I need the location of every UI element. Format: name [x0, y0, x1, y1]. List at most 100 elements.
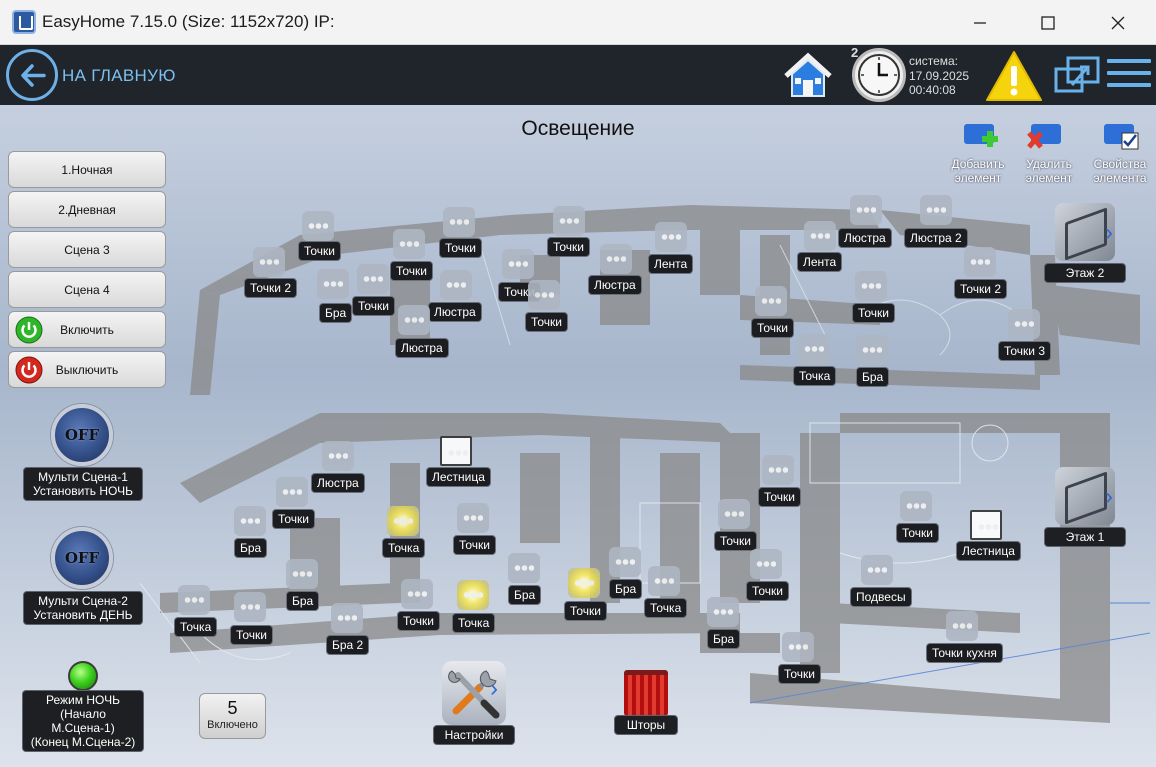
element-properties-icon[interactable]: [1102, 121, 1142, 151]
device-label: Точки: [352, 296, 396, 316]
led-strip-icon: [804, 221, 836, 251]
device-label: Точки: [714, 531, 758, 551]
spots-icon: [750, 549, 782, 579]
device-label: Точки: [453, 535, 497, 555]
scene-night-button[interactable]: 1.Ночная: [8, 151, 166, 188]
menu-icon[interactable]: [1107, 59, 1151, 91]
device-label: Лента: [648, 254, 694, 274]
multi-scene-1-line2: Установить НОЧЬ: [33, 484, 133, 498]
device-label: Точки: [390, 261, 434, 281]
curtains-icon[interactable]: [624, 670, 668, 716]
close-icon: [1111, 16, 1125, 29]
element-properties-label[interactable]: Свойства элемента: [1093, 157, 1147, 185]
device-label: Бра: [856, 367, 890, 387]
spots-icon: [457, 503, 489, 533]
close-button[interactable]: [1094, 0, 1142, 45]
spots-icon: [946, 611, 978, 641]
delete-element-label[interactable]: Удалить элемент: [1025, 157, 1073, 185]
multi-scene-1-line1: Мульти Сцена-1: [38, 470, 128, 484]
device-label: Лестница: [956, 541, 1021, 561]
window-titlebar: EasyHome 7.15.0 (Size: 1152x720) IP:: [0, 0, 1156, 45]
home-icon[interactable]: [782, 50, 834, 102]
settings-button[interactable]: ›: [442, 661, 506, 725]
chandelier-icon: [322, 441, 354, 471]
scene-label: Сцена 3: [64, 242, 110, 257]
scene-label: Сцена 4: [64, 282, 110, 297]
chandelier-icon: [850, 195, 882, 225]
device-label: Бра: [286, 591, 320, 611]
device-label: Люстра: [588, 275, 642, 295]
back-label[interactable]: НА ГЛАВНУЮ: [62, 66, 176, 85]
spots-icon: [393, 229, 425, 259]
tools-icon: [448, 670, 500, 719]
device-label: Точки: [272, 509, 316, 529]
maximize-button[interactable]: [1024, 0, 1072, 45]
multi-scene-1-toggle[interactable]: OFF: [51, 404, 113, 466]
sconce-icon: [707, 597, 739, 627]
spots-icon: [234, 592, 266, 622]
spots-icon: [964, 247, 996, 277]
back-button[interactable]: [6, 49, 58, 101]
curtains-label[interactable]: Шторы: [614, 715, 678, 735]
spots-icon: [755, 286, 787, 316]
all-off-button[interactable]: Выключить: [8, 351, 166, 388]
top-bar: НА ГЛАВНУЮ 2 система: 17.09.2025 00:40:0…: [0, 45, 1156, 105]
spots-icon: [528, 280, 560, 310]
delete-element-icon[interactable]: [1025, 121, 1065, 151]
system-time-label: система: 17.09.2025 00:40:08: [909, 54, 969, 98]
sconce-icon: [508, 553, 540, 583]
device-label: Точка: [793, 366, 837, 386]
chandelier-icon: [440, 270, 472, 300]
scene-label: 2.Дневная: [58, 202, 116, 217]
spots-icon: [398, 305, 430, 335]
device-label: Люстра: [311, 473, 365, 493]
clock-badge: 2: [851, 45, 859, 60]
minimize-button[interactable]: [956, 0, 1004, 45]
floor-2-label[interactable]: Этаж 2: [1044, 263, 1126, 283]
device-label: Точка: [174, 617, 218, 637]
floor-plan-icon: [1055, 467, 1115, 525]
device-label: Точки 2: [244, 278, 298, 298]
settings-label[interactable]: Настройки: [433, 725, 515, 745]
spots-icon: [357, 264, 389, 294]
multi-scene-2-line2: Установить ДЕНЬ: [33, 608, 133, 622]
page-title: Освещение: [521, 117, 635, 140]
device-label: Точки кухня: [926, 643, 1003, 663]
spots-icon: [900, 491, 932, 521]
chevron-right-icon: ›: [490, 675, 498, 702]
device-label: Точки: [525, 312, 569, 332]
spots-icon: [443, 207, 475, 237]
floor-1-label[interactable]: Этаж 1: [1044, 527, 1126, 547]
all-on-button[interactable]: Включить: [8, 311, 166, 348]
maximize-icon: [1041, 15, 1055, 30]
scene-day-button[interactable]: 2.Дневная: [8, 191, 166, 228]
add-element-icon[interactable]: [962, 121, 1002, 151]
lights-on-label: Включено: [207, 719, 258, 731]
device-label: Точки: [439, 238, 483, 258]
all-off-label: Выключить: [55, 362, 119, 377]
scene-4-button[interactable]: Сцена 4: [8, 271, 166, 308]
night-mode-indicator: [68, 661, 98, 691]
spot-icon: [798, 334, 830, 364]
lights-on-counter[interactable]: 5 Включено: [199, 693, 266, 739]
expand-icon[interactable]: [1054, 55, 1102, 95]
spots-icon: [762, 455, 794, 485]
scene-3-button[interactable]: Сцена 3: [8, 231, 166, 268]
add-element-label[interactable]: Добавить элемент: [951, 157, 1005, 185]
chevron-right-icon: ›: [1105, 483, 1113, 510]
sconce-icon: [331, 603, 363, 633]
sconce-icon: [609, 547, 641, 577]
spots-icon: [782, 632, 814, 662]
device-label: Бра: [707, 629, 741, 649]
system-date: 17.09.2025: [909, 68, 970, 83]
warning-icon[interactable]: [985, 49, 1043, 103]
power-on-icon: [15, 316, 43, 344]
clock-icon[interactable]: [852, 48, 906, 102]
spot-icon: [178, 585, 210, 615]
device-label: Точки: [397, 611, 441, 631]
device-label: Точки: [852, 303, 896, 323]
pendants-icon: [861, 555, 893, 585]
multi-scene-2-toggle[interactable]: OFF: [51, 527, 113, 589]
chandelier-icon: [600, 244, 632, 274]
sconce-icon: [234, 506, 266, 536]
